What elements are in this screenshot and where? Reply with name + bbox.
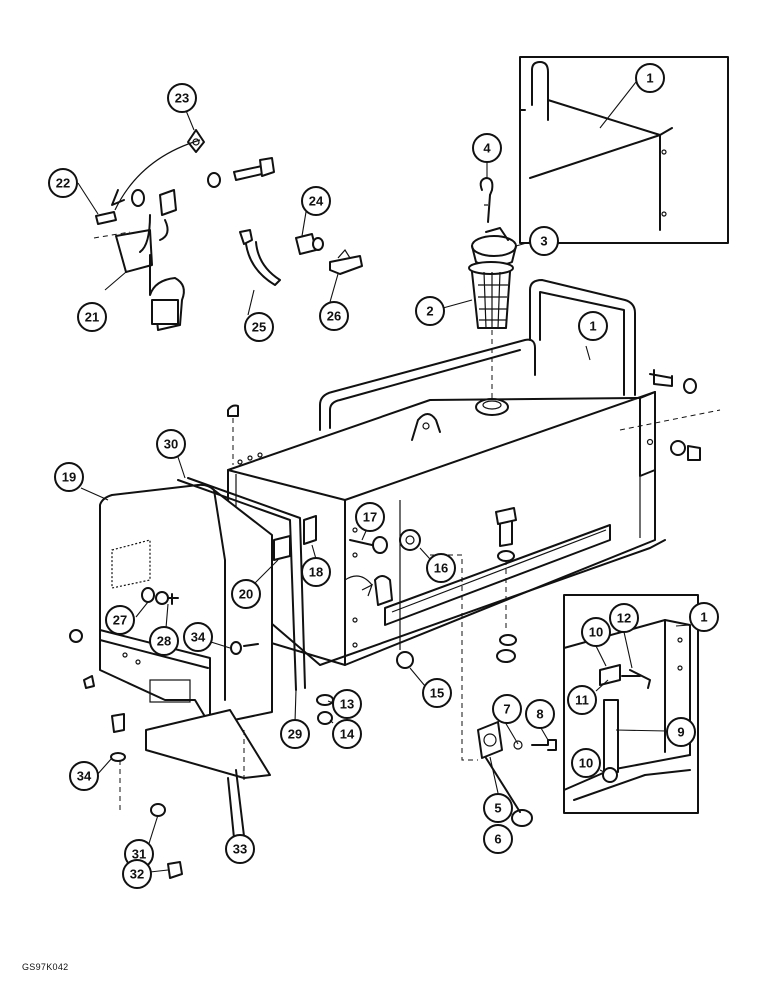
callout-30: 30 — [156, 429, 186, 459]
svg-text:8: 8 — [536, 707, 543, 722]
svg-text:1: 1 — [700, 610, 707, 625]
svg-text:7: 7 — [503, 702, 510, 717]
callout-10-lower: 10 — [571, 748, 601, 778]
callout-24: 24 — [301, 186, 331, 216]
svg-text:23: 23 — [175, 91, 189, 106]
svg-text:34: 34 — [77, 769, 92, 784]
svg-text:33: 33 — [233, 842, 247, 857]
svg-text:1: 1 — [589, 319, 596, 334]
callout-29: 29 — [280, 719, 310, 749]
callout-7: 7 — [492, 694, 522, 724]
callout-21: 21 — [77, 302, 107, 332]
callout-2: 2 — [415, 296, 445, 326]
svg-text:5: 5 — [494, 801, 501, 816]
callout-16: 16 — [426, 553, 456, 583]
battery-switch-assembly — [93, 129, 275, 331]
svg-text:10: 10 — [579, 756, 593, 771]
callout-15: 15 — [422, 678, 452, 708]
callout-12: 12 — [609, 603, 639, 633]
callout-18: 18 — [301, 557, 331, 587]
svg-text:17: 17 — [363, 510, 377, 525]
filler-cap-assembly — [468, 177, 517, 400]
svg-text:21: 21 — [85, 310, 99, 325]
callout-14: 14 — [332, 719, 362, 749]
svg-text:27: 27 — [113, 613, 127, 628]
svg-text:16: 16 — [434, 561, 448, 576]
svg-text:24: 24 — [309, 194, 324, 209]
callout-13: 13 — [332, 689, 362, 719]
callout-23: 23 — [167, 83, 197, 113]
callout-33: 33 — [225, 834, 255, 864]
strap-clamp — [239, 229, 281, 286]
svg-text:3: 3 — [540, 234, 547, 249]
svg-text:29: 29 — [288, 727, 302, 742]
svg-text:22: 22 — [56, 176, 70, 191]
svg-text:30: 30 — [164, 437, 178, 452]
callout-10-upper: 10 — [581, 617, 611, 647]
svg-text:4: 4 — [483, 141, 491, 156]
svg-text:26: 26 — [327, 309, 341, 324]
callout-1-tank: 1 — [578, 311, 608, 341]
svg-text:25: 25 — [252, 320, 266, 335]
lower-panel — [110, 709, 271, 879]
callout-4: 4 — [472, 133, 502, 163]
drawing-reference-code: GS97K042 — [22, 962, 69, 972]
callout-6: 6 — [483, 824, 513, 854]
callout-1-inset-top: 1 — [635, 63, 665, 93]
svg-text:12: 12 — [617, 611, 631, 626]
callout-26: 26 — [319, 301, 349, 331]
svg-text:13: 13 — [340, 697, 354, 712]
svg-text:34: 34 — [191, 630, 206, 645]
callout-11: 11 — [567, 685, 597, 715]
svg-text:11: 11 — [575, 693, 589, 708]
svg-text:28: 28 — [157, 634, 171, 649]
callout-32: 32 — [122, 859, 152, 889]
svg-text:31: 31 — [132, 847, 146, 862]
callout-5: 5 — [483, 793, 513, 823]
callout-34-lower: 34 — [69, 761, 99, 791]
callout-28: 28 — [149, 626, 179, 656]
svg-text:32: 32 — [130, 867, 144, 882]
callout-3: 3 — [529, 226, 559, 256]
callout-20: 20 — [231, 579, 261, 609]
svg-text:2: 2 — [426, 304, 433, 319]
callout-25: 25 — [244, 312, 274, 342]
inset-breather-detail — [563, 594, 699, 814]
svg-text:1: 1 — [646, 71, 653, 86]
callout-8: 8 — [525, 699, 555, 729]
svg-text:14: 14 — [340, 727, 355, 742]
callout-1-inset-bottom: 1 — [689, 602, 719, 632]
svg-text:15: 15 — [430, 686, 444, 701]
callout-9: 9 — [666, 717, 696, 747]
callout-27: 27 — [105, 605, 135, 635]
callout-19: 19 — [54, 462, 84, 492]
callout-17: 17 — [355, 502, 385, 532]
inset-tank-corner — [519, 56, 729, 244]
svg-text:19: 19 — [62, 470, 76, 485]
svg-text:6: 6 — [494, 832, 501, 847]
guard-cover — [99, 477, 306, 726]
callout-34-guard: 34 — [183, 622, 213, 652]
clip-and-bracket — [295, 233, 363, 275]
svg-text:9: 9 — [677, 725, 684, 740]
fuel-tank — [227, 279, 666, 666]
svg-text:18: 18 — [309, 565, 323, 580]
callout-22: 22 — [48, 168, 78, 198]
svg-text:10: 10 — [589, 625, 603, 640]
svg-text:20: 20 — [239, 587, 253, 602]
